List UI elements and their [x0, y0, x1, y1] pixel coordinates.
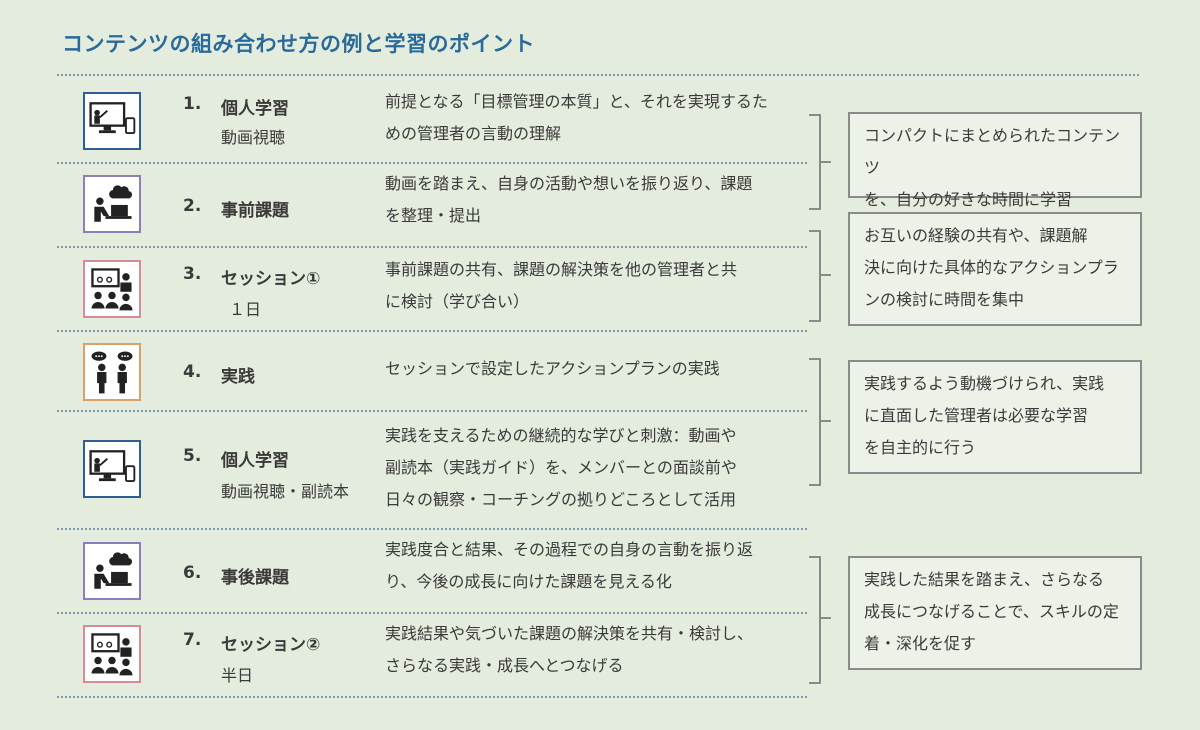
video-lesson-icon	[83, 92, 141, 150]
description-line: 実践度合と結果、その過程での自身の言動を振り返	[385, 540, 754, 559]
step-title: 実践	[221, 367, 255, 387]
description-line: 前提となる「目標管理の本質」と、それを実現するた	[385, 92, 768, 111]
step-subtitle: 動画視聴・副読本	[221, 482, 350, 501]
description-line: 実践を支えるための継続的な学びと刺激：動画や	[385, 426, 737, 445]
step-title: セッション①	[221, 269, 321, 289]
point-line: ンの検討に時間を集中	[864, 290, 1025, 309]
step-subtitle: 半日	[221, 666, 254, 685]
point-line: を、自分の好きな時間に学習	[864, 190, 1073, 209]
point-line: に直面した管理者は必要な学習	[864, 406, 1089, 425]
step-subtitle: 動画視聴	[221, 128, 286, 147]
step-description: 実践を支えるための継続的な学びと刺激：動画や 副読本（実践ガイド）を、メンバーと…	[385, 420, 800, 516]
description-line: さらなる実践・成長へとつなげる	[385, 656, 624, 675]
bracket-tick	[821, 161, 831, 163]
step-subtitle: １日	[229, 300, 262, 319]
point-box-3: 実践するよう動機づけられ、実践 に直面した管理者は必要な学習 を自主的に行う	[848, 360, 1142, 474]
step-description: 前提となる「目標管理の本質」と、それを実現するた めの管理者の言動の理解	[385, 86, 800, 150]
point-box-2: お互いの経験の共有や、課題解 決に向けた具体的なアクションプラ ンの検討に時間を…	[848, 212, 1142, 326]
description-line: 動画を踏まえ、自身の活動や想いを振り返り、課題	[385, 174, 753, 193]
desk-work-icon	[83, 175, 141, 233]
step-description: 実践結果や気づいた課題の解決策を共有・検討し、 さらなる実践・成長へとつなげる	[385, 618, 800, 682]
step-number: 6.	[183, 563, 202, 583]
step-1-row: 1. 個人学習 動画視聴 前提となる「目標管理の本質」と、それを実現するた めの…	[0, 84, 810, 162]
step-number: 4.	[183, 362, 202, 382]
page-title: コンテンツの組み合わせ方の例と学習のポイント	[62, 32, 535, 56]
description-line: 事前課題の共有、課題の解決策を他の管理者と共	[385, 260, 738, 279]
step-3-row: 3. セッション① １日 事前課題の共有、課題の解決策を他の管理者と共 に検討（…	[0, 250, 810, 330]
top-divider	[57, 74, 1139, 76]
row-divider	[57, 162, 807, 164]
description-line: を整理・提出	[385, 206, 482, 225]
row-divider	[57, 246, 807, 248]
step-number: 3.	[183, 264, 202, 284]
step-title: 事前課題	[221, 201, 289, 221]
step-title: 個人学習	[221, 451, 289, 471]
bracket-tick	[821, 420, 831, 422]
bracket-tick	[821, 617, 831, 619]
point-line: 実践するよう動機づけられ、実践	[864, 374, 1105, 393]
desk-work-icon	[83, 542, 141, 600]
point-line: 成長につなげることで、スキルの定	[864, 602, 1119, 621]
step-2-row: 2. 事前課題 動画を踏まえ、自身の活動や想いを振り返り、課題 を整理・提出	[0, 166, 810, 246]
video-lesson-icon	[83, 440, 141, 498]
description-line: 副読本（実践ガイド）を、メンバーとの面談前や	[385, 458, 737, 477]
step-title: セッション②	[221, 635, 321, 655]
step-number: 2.	[183, 196, 202, 216]
bracket-steps-2-3	[809, 230, 821, 322]
point-line: 着・深化を促す	[864, 634, 977, 653]
bracket-steps-4-5	[809, 358, 821, 486]
step-title: 個人学習	[221, 99, 289, 119]
step-description: 動画を踏まえ、自身の活動や想いを振り返り、課題 を整理・提出	[385, 168, 800, 232]
step-title: 事後課題	[221, 568, 289, 588]
point-box-4: 実践した結果を踏まえ、さらなる 成長につなげることで、スキルの定 着・深化を促す	[848, 556, 1142, 670]
point-line: 決に向けた具体的なアクションプラ	[864, 258, 1119, 277]
step-7-row: 7. セッション② 半日 実践結果や気づいた課題の解決策を共有・検討し、 さらな…	[0, 616, 810, 696]
step-description: 実践度合と結果、その過程での自身の言動を振り返 り、今後の成長に向けた課題を見え…	[385, 534, 800, 598]
point-line: コンパクトにまとめられたコンテンツ	[864, 126, 1121, 177]
step-description: 事前課題の共有、課題の解決策を他の管理者と共 に検討（学び合い）	[385, 254, 800, 318]
step-description: セッションで設定したアクションプランの実践	[385, 353, 800, 385]
point-line: お互いの経験の共有や、課題解	[864, 226, 1088, 245]
bracket-steps-6-7	[809, 556, 821, 684]
step-number: 5.	[183, 446, 202, 466]
point-line: を自主的に行う	[864, 438, 977, 457]
description-line: セッションで設定したアクションプランの実践	[385, 359, 720, 378]
step-6-row: 6. 事後課題 実践度合と結果、その過程での自身の言動を振り返 り、今後の成長に…	[0, 532, 810, 610]
bracket-steps-1-2	[809, 114, 821, 210]
bracket-tick	[821, 274, 831, 276]
conversation-icon	[83, 343, 141, 401]
description-line: めの管理者の言動の理解	[385, 124, 562, 143]
step-4-row: 4. 実践 セッションで設定したアクションプランの実践	[0, 334, 810, 410]
row-divider	[57, 528, 807, 530]
row-divider	[57, 330, 807, 332]
description-line: に検討（学び合い）	[385, 292, 530, 311]
step-5-row: 5. 個人学習 動画視聴・副読本 実践を支えるための継続的な学びと刺激：動画や …	[0, 414, 810, 526]
point-line: 実践した結果を踏まえ、さらなる	[864, 570, 1105, 589]
row-divider	[57, 696, 807, 698]
description-line: 日々の観察・コーチングの拠りどころとして活用	[385, 490, 737, 509]
row-divider	[57, 410, 807, 412]
description-line: り、今後の成長に向けた課題を見える化	[385, 572, 672, 591]
step-number: 7.	[183, 630, 202, 650]
description-line: 実践結果や気づいた課題の解決策を共有・検討し、	[385, 624, 754, 643]
classroom-icon	[83, 260, 141, 318]
point-box-1: コンパクトにまとめられたコンテンツ を、自分の好きな時間に学習	[848, 112, 1142, 209]
classroom-icon	[83, 625, 141, 683]
row-divider	[57, 612, 807, 614]
step-number: 1.	[183, 94, 202, 114]
